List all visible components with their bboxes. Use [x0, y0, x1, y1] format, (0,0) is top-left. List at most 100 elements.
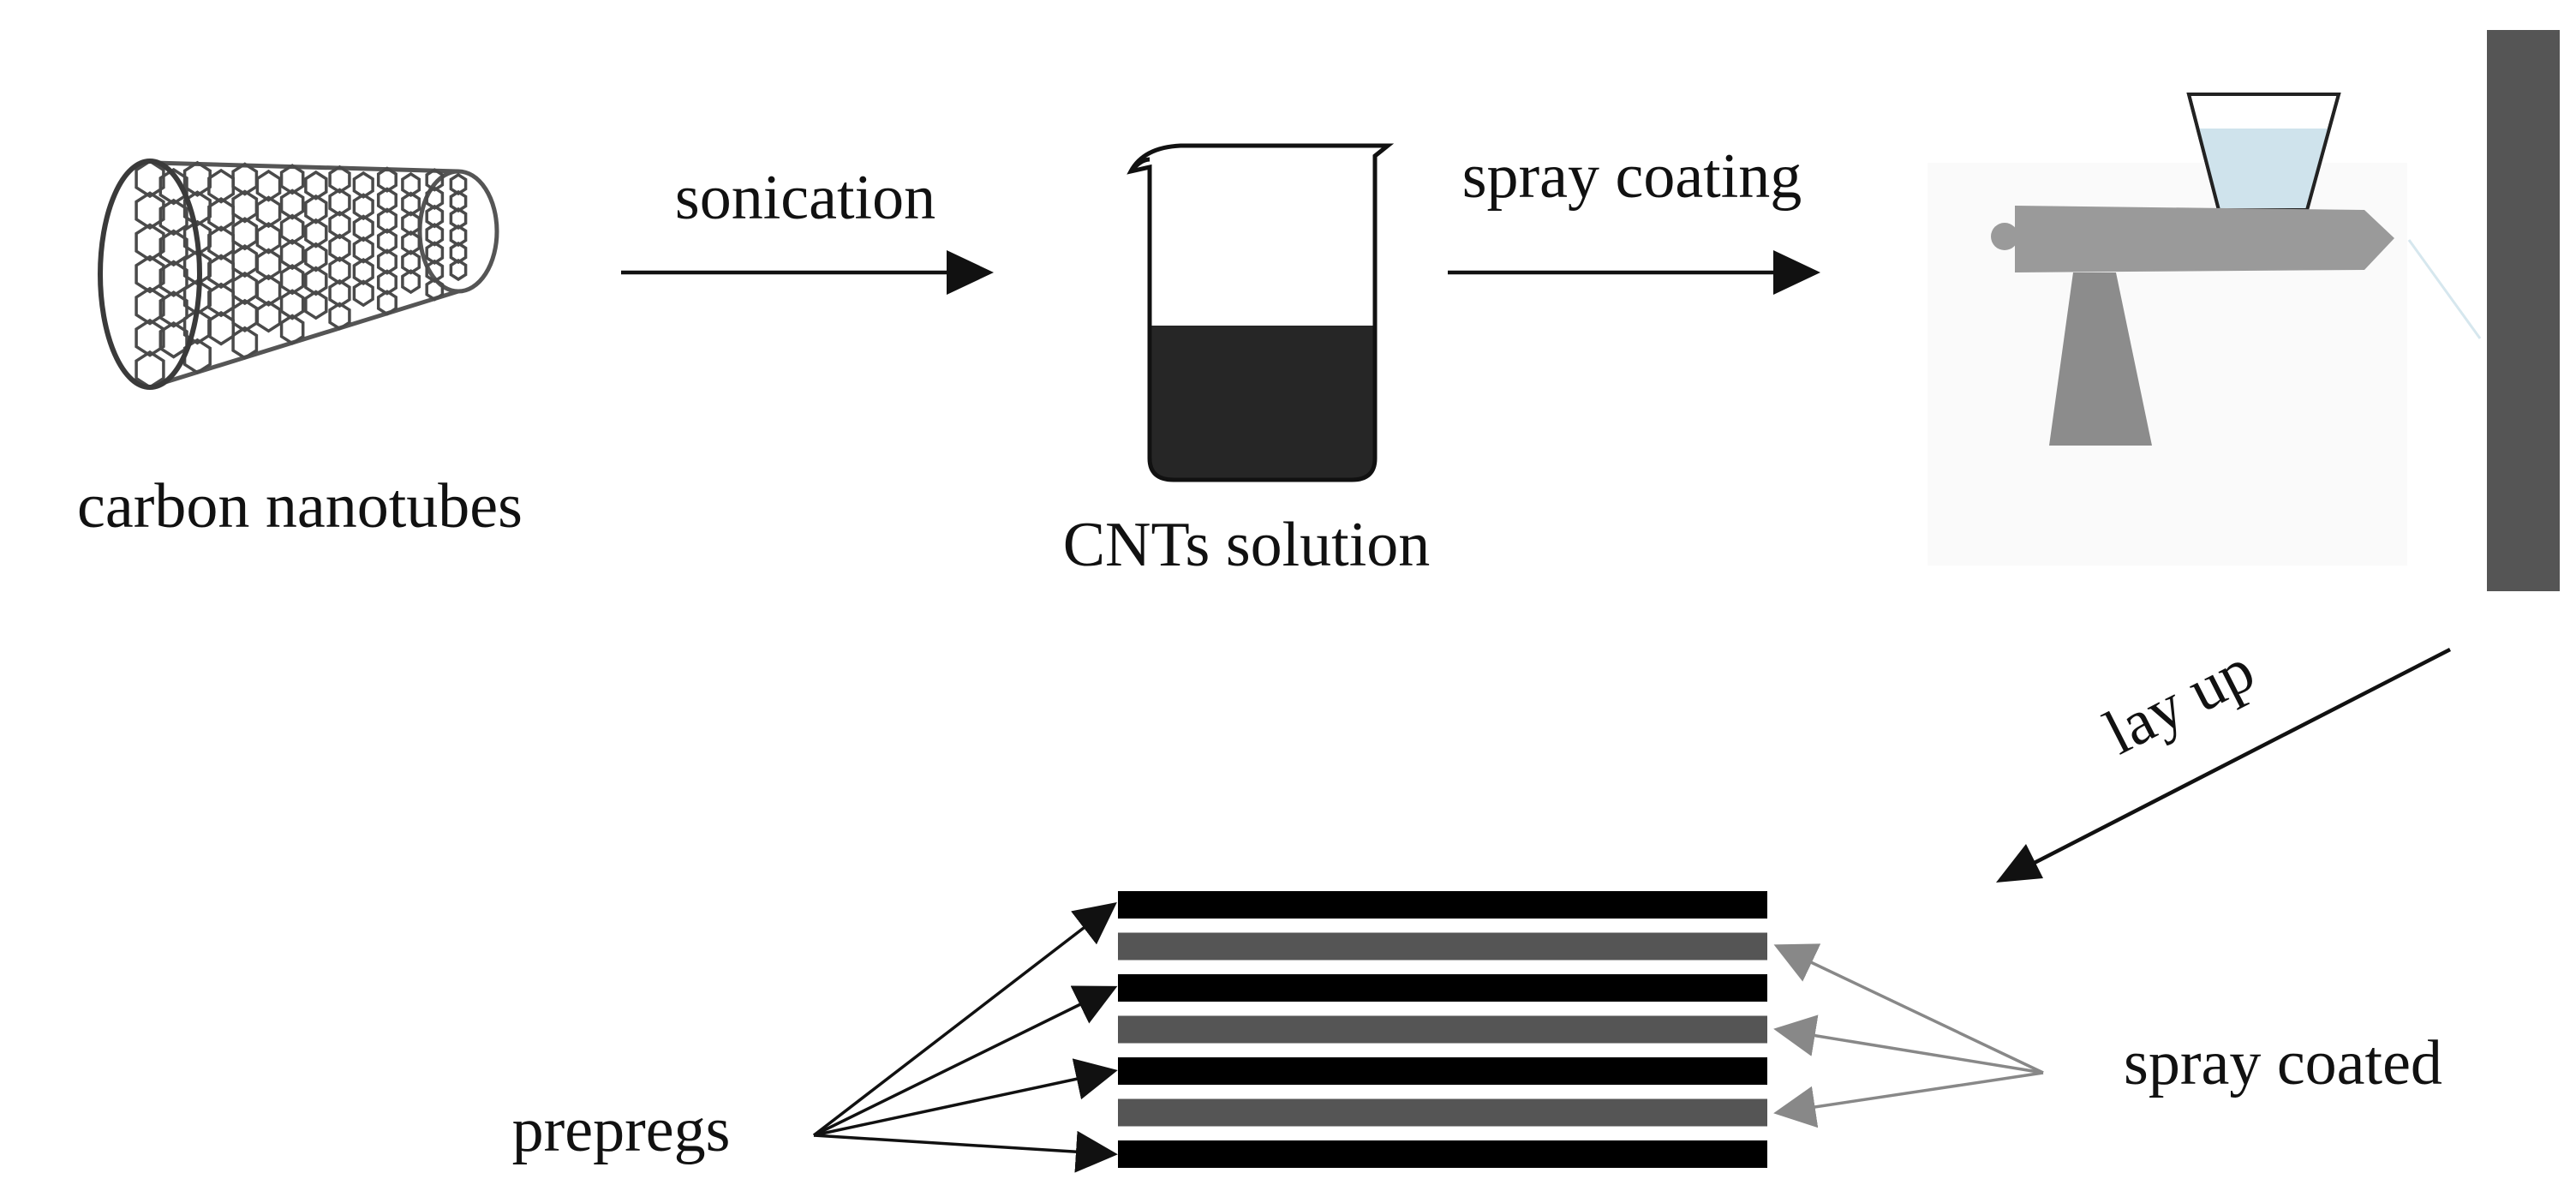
- nanotube-hexagon: [231, 217, 259, 251]
- sonication-arrow: [621, 250, 994, 295]
- nanotube-hexagon: [376, 187, 397, 213]
- nanotube-hexagon: [328, 210, 351, 240]
- nanotube-hexagon: [401, 269, 421, 295]
- prepregs-callout-arrows: [812, 902, 1118, 1173]
- nanotube-hexagon: [158, 198, 188, 236]
- nanotube-hexagon: [231, 298, 259, 332]
- carbon-nanotubes-label: carbon nanotubes: [77, 471, 523, 542]
- nanotube-hexagon: [304, 194, 328, 224]
- spray-coated-layer: [1118, 1015, 1767, 1044]
- nanotube-hexagon: [328, 302, 351, 331]
- nanotube-hexagon: [231, 189, 259, 224]
- nanotube-hexagon: [401, 171, 421, 197]
- nanotube-hexagon: [401, 211, 421, 236]
- nanotube-hexagon: [255, 222, 282, 254]
- nanotube-hexagon: [425, 204, 445, 229]
- spray-coated-pointer-arrow: [1773, 1071, 2044, 1128]
- spray-coated-label: spray coated: [2124, 1028, 2442, 1098]
- nanotube-hexagon: [134, 350, 165, 389]
- nanotube-hexagon: [279, 264, 305, 296]
- nanotube-hexagon: [231, 326, 259, 360]
- nanotube-hexagon: [279, 289, 305, 320]
- cnts-solution-label: CNTs solution: [1063, 510, 1431, 580]
- nanotube-hexagon: [352, 214, 374, 242]
- nanotube-hexagon: [401, 249, 421, 275]
- nanotube-hexagon: [134, 223, 165, 262]
- laminate-stack: [1118, 891, 1767, 1168]
- prepreg-layer: [1118, 1057, 1767, 1085]
- prepreg-pointer-arrow: [813, 985, 1118, 1137]
- prepreg-layer: [1118, 974, 1767, 1002]
- nanotube-hexagon: [255, 274, 282, 307]
- nanotube-hexagon: [328, 278, 351, 308]
- nanotube-hexagon: [425, 241, 445, 265]
- nanotube-hexagon: [304, 218, 328, 248]
- nanotube-hexagon: [207, 254, 236, 290]
- nanotube-hexagon: [401, 230, 421, 255]
- nanotube-hexagon: [207, 168, 236, 204]
- nanotube-hexagon: [425, 259, 445, 284]
- nanotube-hexagon: [279, 189, 305, 220]
- spray-coating-arrow: [1448, 250, 1820, 295]
- prepregs-label: prepregs: [512, 1095, 731, 1165]
- carbon-nanotube-icon: [98, 159, 499, 390]
- nanotube-hexagon: [207, 282, 236, 318]
- nanotube-hexagon: [352, 279, 374, 308]
- nanotube-hexagon: [279, 314, 305, 345]
- nanotube-hexagon: [207, 310, 236, 346]
- nanotube-hexagon: [231, 162, 259, 196]
- prepreg-layer: [1118, 891, 1767, 919]
- nanotube-hexagon: [425, 278, 445, 302]
- nanotube-hexagon: [304, 170, 328, 200]
- nanotube-hexagon: [328, 233, 351, 262]
- nanotube-hexagon: [376, 228, 397, 254]
- nanotube-hexagon: [304, 266, 328, 296]
- nanotube-hexagon: [255, 195, 282, 229]
- nanotube-hexagon: [328, 188, 351, 217]
- prepreg-pointer-arrow: [813, 1130, 1118, 1173]
- nanotube-hexagon: [304, 290, 328, 320]
- spray-coated-pointer-arrow: [1773, 943, 2044, 1074]
- nanotube-hexagon: [376, 248, 397, 275]
- nanotube-hexagon: [376, 207, 397, 234]
- spray-gun-icon: [1928, 93, 2482, 566]
- nanotube-hexagon: [449, 258, 468, 282]
- spray-coated-layer: [1118, 932, 1767, 961]
- nanotube-hexagon: [207, 225, 236, 260]
- nanotube-hexagon: [376, 290, 397, 316]
- spray-coated-layer: [1118, 1098, 1767, 1127]
- nanotube-hexagon: [158, 167, 188, 206]
- lay-up-arrow: [1996, 647, 2452, 883]
- nanotube-hexagon: [279, 164, 305, 195]
- prepreg-pointer-arrow: [813, 1058, 1118, 1137]
- nanotube-hexagon: [231, 271, 259, 306]
- nanotube-hexagon: [134, 159, 165, 199]
- nanotube-hexagon: [352, 171, 374, 199]
- nanotube-hexagon: [158, 260, 188, 297]
- nanotube-hexagon: [134, 191, 165, 230]
- lay-up-label: lay up: [2094, 635, 2265, 769]
- nanotube-hexagon: [134, 254, 165, 294]
- spray-coating-label: spray coating: [1462, 141, 1802, 212]
- prepreg-pointer-arrow: [812, 902, 1117, 1137]
- nanotube-hexagon: [255, 300, 282, 333]
- sonication-label: sonication: [675, 163, 935, 233]
- target-wall-icon: [2487, 30, 2560, 591]
- nanotube-hexagon: [182, 338, 212, 374]
- nanotube-hexagon: [376, 269, 397, 296]
- nanotube-hexagon: [352, 236, 374, 264]
- nanotube-hexagon: [255, 248, 282, 281]
- nanotube-hexagon: [401, 191, 421, 217]
- nanotube-hexagon: [158, 229, 188, 267]
- spray-coated-callout-arrows: [1773, 943, 2044, 1128]
- nanotube-hexagon: [425, 223, 445, 247]
- nanotube-hexagon: [158, 290, 188, 328]
- nanotube-hexagon: [328, 256, 351, 285]
- nanotube-hexagon: [328, 165, 351, 195]
- prepreg-layer: [1118, 1140, 1767, 1168]
- nanotube-hexagon: [376, 166, 397, 193]
- beaker-icon: [1127, 143, 1395, 482]
- nanotube-hexagon: [279, 238, 305, 271]
- nanotube-hexagon: [425, 168, 445, 192]
